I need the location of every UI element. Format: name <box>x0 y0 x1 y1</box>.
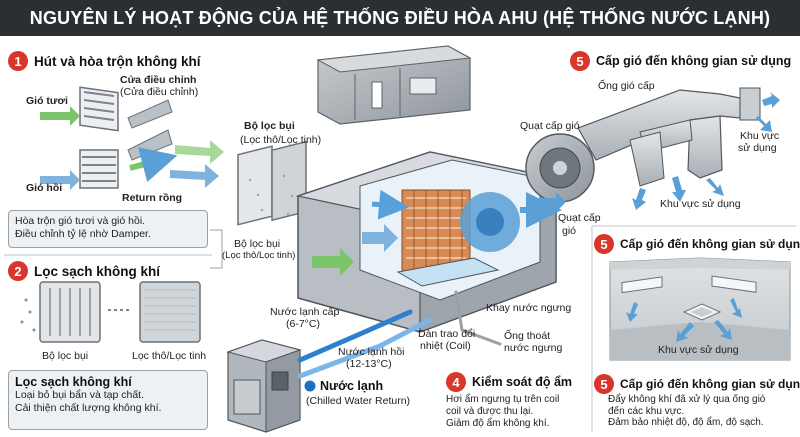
step-5a-badge: 5 <box>570 51 590 71</box>
chw-supply-label: Nước lạnh cấp <box>270 306 339 318</box>
damper-sub-label: (Cửa điều chỉnh) <box>120 86 198 98</box>
area-label-1: Khu vực <box>740 130 779 142</box>
chw-return-label: Nước lạnh hồi <box>338 346 404 358</box>
step-5c-badge: 5 <box>594 374 614 394</box>
filter-label: Bộ lọc bụi <box>244 120 295 132</box>
drain-pan-label: Khay nước ngưng <box>486 302 571 314</box>
step-5c-header: 5 Cấp gió đến không gian sử dụng <box>594 374 798 394</box>
supply-fan <box>526 134 594 202</box>
humidity-line-1: Hơi ẩm ngưng tụ trên coil <box>446 394 590 406</box>
step-5c-block: 5 Cấp gió đến không gian sử dụng Đẩy khô… <box>594 374 798 429</box>
step-2-header: 2 Lọc sạch không khí <box>8 261 160 281</box>
cleaning-info-line-1: Loại bỏ bụi bẩn và tạp chất. <box>15 389 201 402</box>
filter-coarse-label: Bộ lọc bụi <box>42 350 88 362</box>
supply-info-line-1: Đẩy không khí đã xử lý qua ống gió <box>594 394 798 406</box>
step-5b-header: 5 Cấp gió đến không gian sử dụng <box>594 234 800 254</box>
cleaning-info-line-2: Cải thiện chất lượng không khí. <box>15 402 201 415</box>
step-5c-title: Cấp gió đến không gian sử dụng <box>620 377 800 391</box>
supply-fan2-label-2: gió <box>562 225 576 237</box>
page-title: NGUYÊN LÝ HOẠT ĐỘNG CỦA HỆ THỐNG ĐIỀU HÒ… <box>0 0 800 36</box>
humidity-line-2: coil và được thu lại. <box>446 406 590 418</box>
fresh-air-label: Gió tươi <box>26 95 68 107</box>
drain-pipe-label-2: nước ngưng <box>504 342 562 354</box>
mixing-info-line-2: Điều chỉnh tỷ lệ nhờ Damper. <box>15 228 201 241</box>
step-1-header: 1 Hút và hòa trộn không khí <box>8 51 201 71</box>
chw-return-temp: (12-13°C) <box>346 358 392 370</box>
step-5a-title: Cấp gió đến không gian sử dụng <box>596 54 791 68</box>
return-grille-label: Return rồng <box>122 192 182 204</box>
area-label-2: sử dụng <box>738 142 777 154</box>
step-5b-badge: 5 <box>594 234 614 254</box>
filter2-label: Bộ lọc bụi <box>234 238 280 250</box>
drain-pipe-label-1: Ống thoát <box>504 330 550 342</box>
filter-sub-label: (Lọc thô/Lọc tinh) <box>240 134 321 146</box>
coil-label-2: nhiệt (Coil) <box>420 340 471 352</box>
cleaning-info-title: Lọc sạch không khí <box>15 375 201 389</box>
step-4-header: 4 Kiểm soát độ ẩm <box>446 372 590 392</box>
supply-fan2-label-1: Quạt cấp <box>558 212 601 224</box>
chilled-water-sub: (Chilled Water Return) <box>306 395 410 407</box>
chilled-water-label: Nước lạnh <box>320 379 383 393</box>
return-air-label: Gió hồi <box>26 182 62 194</box>
filter-panel-fine <box>108 282 200 342</box>
chilled-water-dot <box>305 381 316 392</box>
step-4-title: Kiểm soát độ ẩm <box>472 375 572 389</box>
chw-supply-temp: (6-7°C) <box>286 318 320 330</box>
ahu-unit-preview <box>318 46 470 124</box>
supply-duct <box>578 88 760 186</box>
step-5b-title: Cấp gió đến không gian sử dụng <box>620 237 800 251</box>
filter-panels <box>238 142 306 225</box>
fresh-air-damper <box>80 87 118 188</box>
filter2-sub-label: (Lọc thô/Lọc tinh) <box>222 250 295 261</box>
area-label-3: Khu vực sử dụng <box>660 198 741 210</box>
cooling-coil <box>402 190 470 272</box>
mixing-blades <box>128 100 172 160</box>
step-4-badge: 4 <box>446 372 466 392</box>
room-area-label: Khu vực sử dụng <box>658 344 739 356</box>
filter-panel-coarse <box>21 282 101 342</box>
supply-info-line-2: đến các khu vực. <box>594 406 798 418</box>
step-1-badge: 1 <box>8 51 28 71</box>
damper-label: Cửa điều chỉnh <box>120 74 196 86</box>
step-5a-header: 5 Cấp gió đến không gian sử dụng <box>570 51 791 71</box>
supply-info-line-3: Đảm bảo nhiệt độ, độ ẩm, độ sạch. <box>594 417 798 429</box>
mixing-info-line-1: Hòa trộn gió tươi và gió hồi. <box>15 215 201 228</box>
step-2-badge: 2 <box>8 261 28 281</box>
coil-label-1: Dàn trao đổi <box>418 328 475 340</box>
step-4-block: 4 Kiểm soát độ ẩm Hơi ẩm ngưng tụ trên c… <box>446 372 590 430</box>
supply-duct-label: Ống gió cấp <box>598 80 655 92</box>
filter-fine-label: Lọc thô/Lọc tinh <box>132 350 206 362</box>
step-1-title: Hút và hòa trộn không khí <box>34 54 201 69</box>
step-2-title: Lọc sạch không khí <box>34 264 160 279</box>
cleaning-info-box: Lọc sạch không khí Loại bỏ bụi bẩn và tạ… <box>8 370 208 430</box>
humidity-line-3: Giảm độ ẩm không khí. <box>446 418 590 430</box>
chiller-unit <box>228 340 300 432</box>
mixing-info-box: Hòa trộn gió tươi và gió hồi. Điều chỉnh… <box>8 210 208 248</box>
supply-fan-label: Quạt cấp gió <box>520 120 580 132</box>
